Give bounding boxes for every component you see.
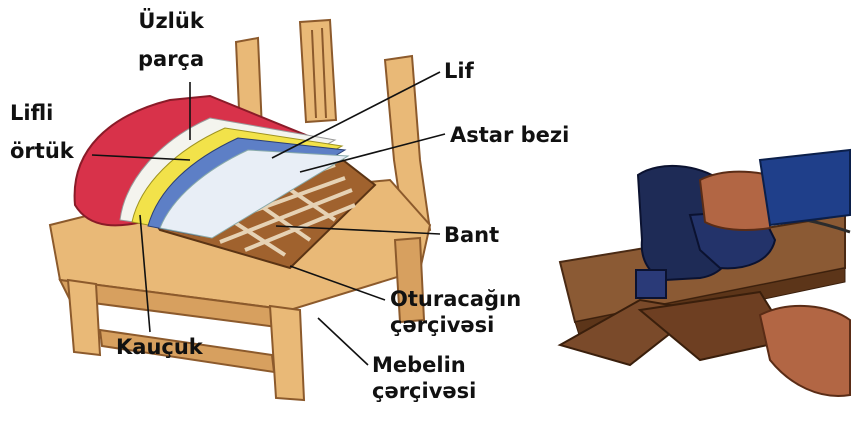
label-lif: Lif bbox=[444, 58, 474, 84]
stapler-illustration bbox=[560, 150, 850, 396]
label-mebelin-cercivesi: Mebelin çərçivəsi bbox=[372, 352, 476, 404]
label-lifli-line1: Lifli bbox=[10, 100, 74, 126]
label-oturacagin-cercivesi: Oturacağın çərçivəsi bbox=[390, 286, 521, 338]
label-mebel-line2: çərçivəsi bbox=[372, 378, 476, 404]
leader-mebel bbox=[318, 318, 368, 365]
label-oturacaq-line2: çərçivəsi bbox=[390, 312, 521, 338]
label-bant: Bant bbox=[444, 222, 499, 248]
lower-hand bbox=[760, 306, 850, 396]
leg-front-right bbox=[270, 306, 304, 400]
label-mebel-line1: Mebelin bbox=[372, 352, 476, 378]
chair-drawing bbox=[50, 20, 430, 400]
label-oturacaq-line1: Oturacağın bbox=[390, 286, 521, 312]
upper-sleeve bbox=[760, 150, 850, 225]
leg-front-left bbox=[68, 280, 100, 355]
label-uzluk-line1: Üzlük bbox=[138, 8, 204, 34]
label-uzluk-parca: Üzlük parça bbox=[138, 8, 204, 72]
upper-hand bbox=[700, 172, 770, 230]
label-lifli-ortuk: Lifli örtük bbox=[10, 100, 74, 164]
label-astar-bezi: Astar bezi bbox=[450, 122, 569, 148]
label-uzluk-line2: parça bbox=[138, 46, 204, 72]
stapler-nose bbox=[636, 270, 666, 298]
label-kaucuk: Kauçuk bbox=[116, 334, 203, 360]
label-lifli-line2: örtük bbox=[10, 138, 74, 164]
back-slat-center bbox=[300, 20, 336, 122]
